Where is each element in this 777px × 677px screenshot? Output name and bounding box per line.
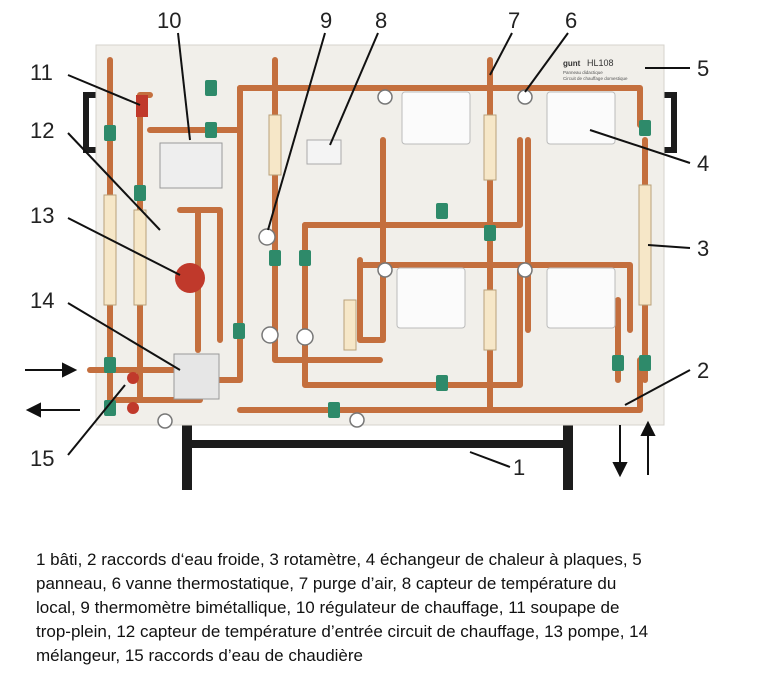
label-12: 12 [30, 118, 54, 143]
label-4: 4 [697, 151, 709, 176]
caption-line: 1 bâti, 2 raccords d‘eau froide, 3 rotam… [36, 550, 642, 569]
label-1: 1 [513, 455, 525, 480]
panel-subtitle-2: Circuit de chauffage domestique [563, 76, 628, 81]
label-11: 11 [30, 60, 53, 85]
label-10: 10 [157, 8, 181, 33]
handle-right [663, 92, 677, 153]
pipe-clips [104, 80, 651, 418]
caption-line: local, 9 thermomètre bimétallique, 10 ré… [36, 598, 620, 617]
boiler-valves [127, 372, 139, 414]
label-15: 15 [30, 446, 54, 471]
label-8: 8 [375, 8, 387, 33]
caption-line: mélangeur, 15 raccords d’eau de chaudièr… [36, 646, 363, 665]
handle-left [83, 92, 97, 153]
stand-frame [182, 420, 573, 490]
label-5: 5 [697, 56, 709, 81]
figure-caption: 1 bâti, 2 raccords d‘eau froide, 3 rotam… [36, 548, 648, 668]
heating-controller [159, 142, 223, 189]
leader-lines [67, 32, 691, 468]
flow-arrows [25, 362, 656, 478]
pump [175, 263, 205, 293]
caption-line: trop-plein, 12 capteur de température d’… [36, 622, 649, 641]
callout-labels: 1 2 3 4 5 6 7 8 9 10 11 12 13 14 15 [30, 8, 709, 480]
panel-brand: gunt [563, 59, 581, 68]
panel-model: HL108 [587, 58, 614, 68]
label-6: 6 [565, 8, 577, 33]
rotameters [103, 114, 652, 351]
label-9: 9 [320, 8, 332, 33]
thermometers [157, 89, 533, 429]
label-2: 2 [697, 358, 709, 383]
plate-heat-exchangers [396, 91, 616, 329]
label-13: 13 [30, 203, 54, 228]
hl108-diagram: gunt HL108 Panneau didactique Circuit de… [25, 8, 709, 490]
label-14: 14 [30, 288, 54, 313]
room-temperature-sensor [306, 139, 342, 165]
overflow-valve [136, 95, 148, 117]
label-7: 7 [508, 8, 520, 33]
panel-subtitle-1: Panneau didactique [563, 70, 603, 75]
mixer [173, 353, 220, 400]
label-3: 3 [697, 236, 709, 261]
caption-line: panneau, 6 vanne thermostatique, 7 purge… [36, 574, 617, 593]
